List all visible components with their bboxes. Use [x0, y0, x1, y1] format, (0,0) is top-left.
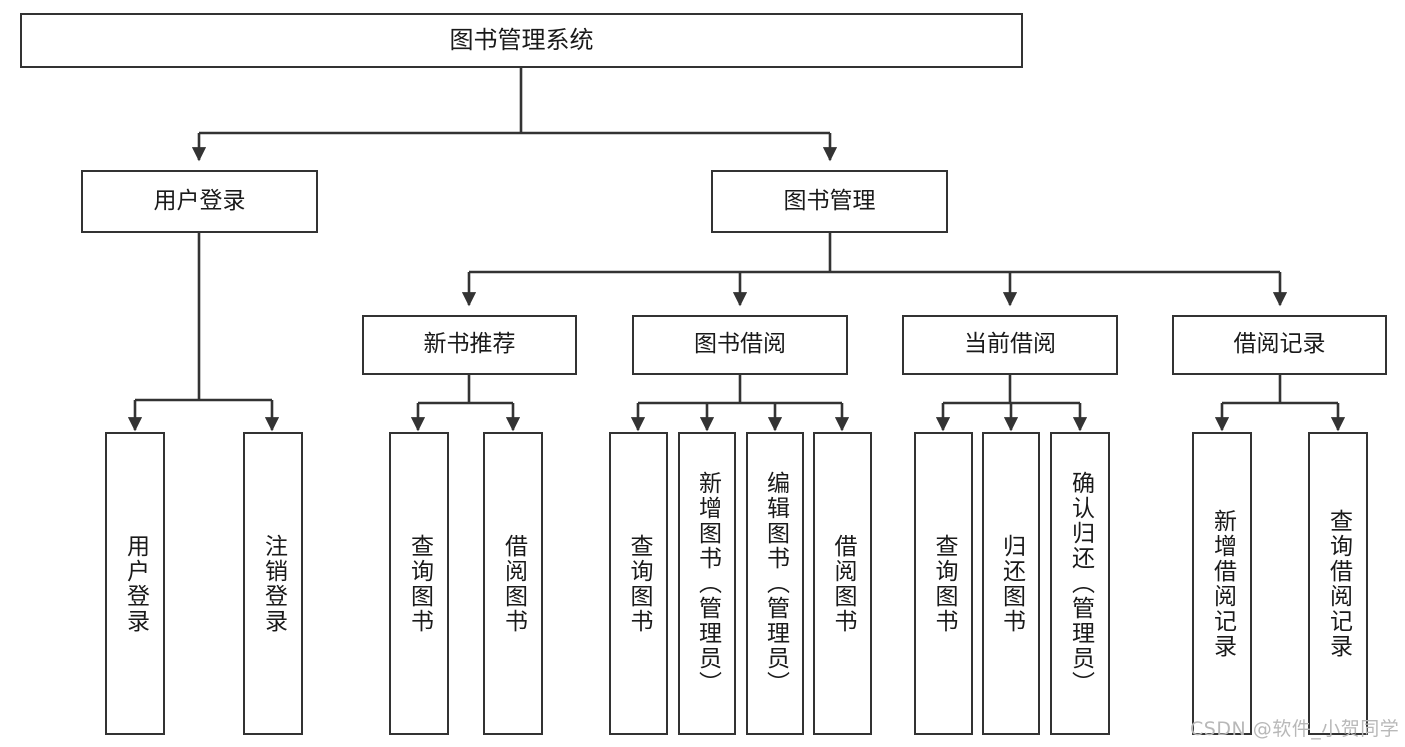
node-new-book-recommend[interactable]: 新书推荐 [362, 315, 577, 375]
node-borrow-record[interactable]: 借阅记录 [1172, 315, 1387, 375]
leaf-confirm-return-admin[interactable]: 确认归还（管理员） [1050, 432, 1110, 735]
leaf-borrow-book-recommend[interactable]: 借阅图书 [483, 432, 543, 735]
leaf-logout[interactable]: 注销登录 [243, 432, 303, 735]
leaf-user-login[interactable]: 用户登录 [105, 432, 165, 735]
csdn-watermark: CSDN @软件_小贺同学 [1190, 718, 1400, 740]
node-current-borrow[interactable]: 当前借阅 [902, 315, 1118, 375]
leaf-return-book[interactable]: 归还图书 [982, 432, 1040, 735]
leaf-query-book-recommend[interactable]: 查询图书 [389, 432, 449, 735]
leaf-query-book-current[interactable]: 查询图书 [914, 432, 973, 735]
leaf-borrow-book[interactable]: 借阅图书 [813, 432, 872, 735]
leaf-add-borrow-record[interactable]: 新增借阅记录 [1192, 432, 1252, 735]
leaf-edit-book-admin[interactable]: 编辑图书（管理员） [746, 432, 804, 735]
node-root-system[interactable]: 图书管理系统 [20, 13, 1023, 68]
leaf-add-book-admin[interactable]: 新增图书（管理员） [678, 432, 736, 735]
node-book-borrow[interactable]: 图书借阅 [632, 315, 848, 375]
leaf-query-borrow-record[interactable]: 查询借阅记录 [1308, 432, 1368, 735]
node-book-management[interactable]: 图书管理 [711, 170, 948, 233]
leaf-query-book-borrow[interactable]: 查询图书 [609, 432, 668, 735]
node-user-login[interactable]: 用户登录 [81, 170, 318, 233]
